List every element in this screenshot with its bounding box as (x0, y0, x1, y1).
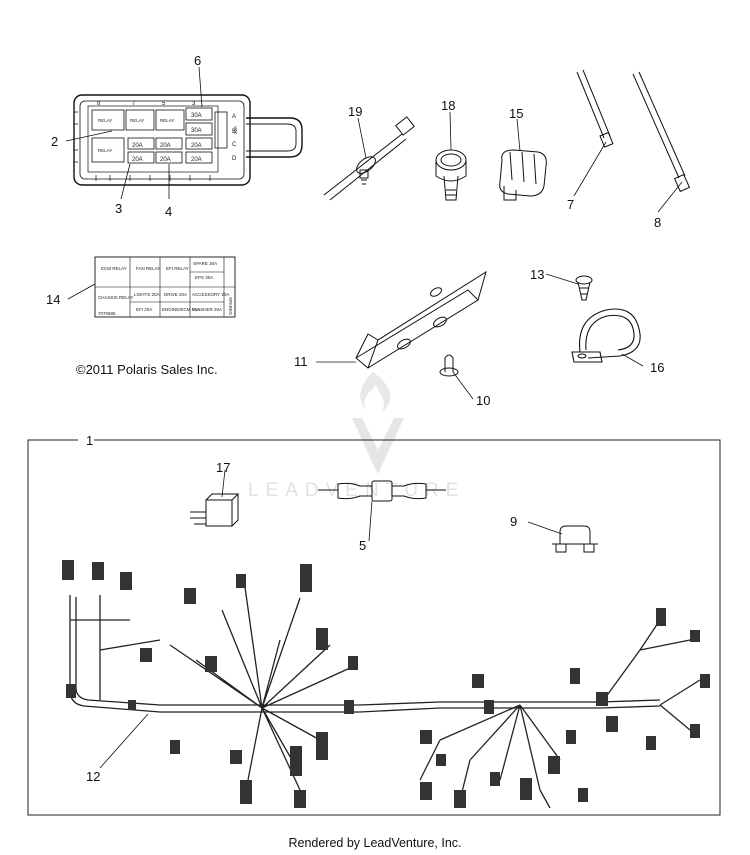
fuse-label: 30A (191, 113, 202, 119)
fuse-label: 20A (160, 143, 171, 149)
slot-number: 5 (162, 101, 166, 107)
mounting-bracket (355, 270, 487, 369)
chart-cell: 7070685 (98, 311, 116, 316)
relay-label: RELAY (160, 118, 174, 123)
fuse-label: 20A (233, 126, 238, 134)
fuse-label: 20A (132, 157, 143, 163)
fuse-label: 20A (160, 157, 171, 163)
chart-cell: LIGHTS 20A (134, 292, 160, 297)
callout-11: 11 (294, 354, 308, 369)
fuse-slots (127, 107, 228, 164)
row-letter: A (232, 114, 236, 120)
slot-number: 3 (192, 101, 196, 107)
callout-12: 12 (86, 769, 100, 784)
callout-5: 5 (359, 538, 366, 553)
p-clamp (571, 308, 641, 363)
row-letter: B (232, 129, 236, 135)
chart-cell: ACCESSORY 20A (192, 292, 229, 297)
edge-clip (499, 149, 547, 201)
relay-label: RELAY (98, 148, 112, 153)
push-rivet (439, 354, 459, 377)
chart-cell: EPS 30A (195, 275, 213, 280)
cable-tie-with-clip (323, 116, 415, 201)
relay-label: RELAY (98, 118, 112, 123)
fuse-label: 20A (132, 143, 143, 149)
callout-16: 16 (650, 360, 664, 375)
callout-19: 19 (348, 104, 362, 119)
relay-label: RELAY (130, 118, 144, 123)
harness-tags (62, 560, 710, 808)
callout-8: 8 (654, 215, 661, 230)
copyright-notice: ©2011 Polaris Sales Inc. (76, 362, 218, 377)
callout-18: 18 (441, 98, 455, 113)
fuse-chart-decal: ECM RELAY FAN RELAY EFI RELAY SPARE 30A … (94, 256, 236, 318)
callout-9: 9 (510, 514, 517, 529)
callout-1: 1 (86, 433, 93, 448)
callout-15: 15 (509, 106, 523, 121)
fuse-label: 30A (191, 128, 202, 134)
chart-cell: DRIVE 20A (164, 292, 187, 297)
callout-numbers: 1 2 3 4 5 6 7 8 9 10 11 12 13 14 15 16 1… (46, 53, 664, 784)
chart-cell: EFI 20A (136, 307, 152, 312)
row-letter: C (232, 142, 237, 148)
chart-cell: CHASSIS RELAY (98, 295, 133, 300)
leader-lines (65, 66, 683, 769)
leadventure-watermark: LEADVENTURE (248, 372, 458, 501)
callout-4: 4 (165, 204, 172, 219)
chart-cell: SPARE 30A (193, 261, 217, 266)
fuse-box-labels: 8 7 5 3 RELAY RELAY RELAY RELAY 30A 30A … (97, 101, 238, 163)
chart-cell: FAN RELAY (136, 266, 160, 271)
chart-cell: SPARES (228, 297, 233, 315)
footer-credit: Rendered by LeadVenture, Inc. (288, 836, 462, 850)
slot-number: 8 (97, 101, 101, 107)
inline-fuse-holder (318, 480, 446, 502)
callout-10: 10 (476, 393, 490, 408)
callout-17: 17 (216, 460, 230, 475)
callout-7: 7 (567, 197, 574, 212)
harness-clip (435, 149, 467, 201)
row-letter: D (232, 156, 237, 162)
fuse-box (73, 94, 303, 186)
relay-slots (91, 109, 185, 163)
callout-13: 13 (530, 267, 544, 282)
screw (575, 275, 593, 301)
fuse-label: 20A (191, 143, 202, 149)
relay (190, 493, 240, 527)
cable-tie-short (576, 69, 614, 148)
slot-number: 7 (132, 101, 136, 107)
harness-frame (27, 439, 721, 816)
chart-cell: ECM RELAY (101, 266, 127, 271)
callout-6: 6 (194, 53, 201, 68)
callout-3: 3 (115, 201, 122, 216)
chart-cell: EFI RELAY (166, 266, 189, 271)
chart-cell: ENGINE/ECM 10A (162, 307, 200, 312)
fuse-label: 20A (191, 157, 202, 163)
cable-tie-long (632, 71, 691, 193)
chart-cell: FLASHER 20A (192, 307, 222, 312)
callout-2: 2 (51, 134, 58, 149)
circuit-breaker (552, 525, 598, 553)
callout-14: 14 (46, 292, 60, 307)
